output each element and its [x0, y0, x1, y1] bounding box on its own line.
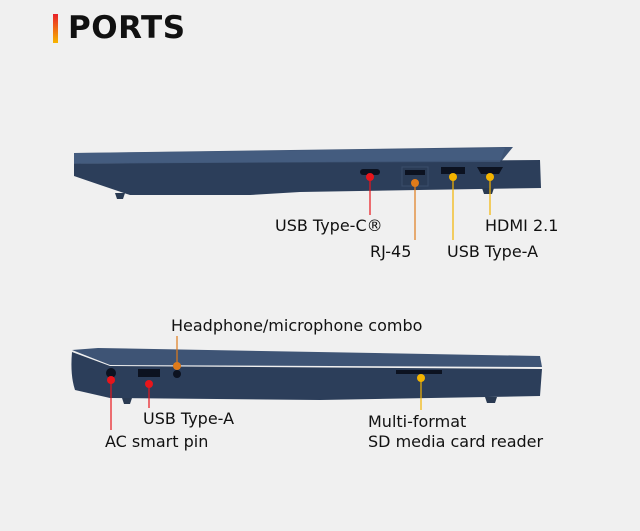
accent-bar	[53, 13, 58, 43]
callouts-right: USB Type-C® RJ-45 USB Type-A HDMI 2.1	[275, 173, 558, 261]
sd-slot	[396, 370, 442, 374]
audio-marker	[173, 362, 181, 370]
usb-a-left-marker	[145, 380, 153, 388]
label-audio: Headphone/microphone combo	[171, 316, 422, 335]
label-sd-line2: SD media card reader	[368, 432, 544, 451]
laptop-left-side	[71, 348, 542, 404]
ac-port	[106, 368, 116, 378]
hdmi-marker	[486, 173, 494, 181]
label-hdmi: HDMI 2.1	[485, 216, 558, 235]
label-usb-a-right: USB Type-A	[447, 242, 538, 261]
usb-c-port	[360, 169, 380, 175]
label-usb-c: USB Type-C®	[275, 216, 383, 235]
ac-marker	[107, 376, 115, 384]
title-text: PORTS	[68, 10, 186, 46]
sd-marker	[417, 374, 425, 382]
label-rj45: RJ-45	[370, 242, 411, 261]
laptop-right-side	[74, 147, 541, 199]
audio-jack	[173, 370, 181, 378]
label-usb-a-left: USB Type-A	[143, 409, 234, 428]
hdmi-port	[477, 167, 503, 174]
section-title: PORTS	[53, 10, 186, 46]
usb-a-marker	[449, 173, 457, 181]
usb-a-port-left	[138, 369, 160, 377]
usb-a-port	[441, 167, 465, 174]
label-sd-line1: Multi-format	[368, 412, 466, 431]
usb-c-marker	[366, 173, 374, 181]
rj45-marker	[411, 179, 419, 187]
callouts-left: Headphone/microphone combo USB Type-A AC…	[105, 316, 544, 451]
label-ac: AC smart pin	[105, 432, 208, 451]
